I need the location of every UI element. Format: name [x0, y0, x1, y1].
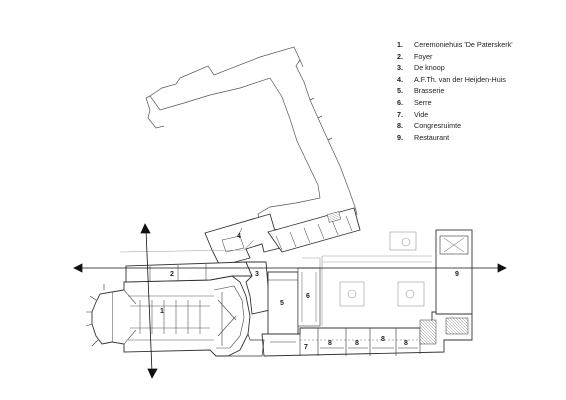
main-wing	[85, 261, 445, 357]
label-huis: 4	[237, 233, 241, 240]
legend-label: De knoop	[414, 63, 445, 73]
label-vide: 7	[304, 344, 308, 351]
legend-item: 5. Brasserie	[397, 85, 513, 97]
label-congres-c: 8	[381, 336, 385, 343]
existing-building-outline	[145, 46, 358, 231]
legend-number: 6.	[397, 97, 403, 107]
legend-item: 3. De knoop	[397, 62, 513, 74]
legend-label: Vide	[414, 109, 429, 119]
label-brasserie: 5	[280, 300, 284, 307]
building-4-heijden-huis	[204, 207, 361, 267]
label-congres-d: 8	[404, 340, 408, 347]
legend-item: 4. A.F.Th. van der Heijden-Huis	[397, 74, 513, 86]
legend-item: 7. Vide	[397, 109, 513, 121]
label-knoop: 3	[255, 271, 259, 278]
label-restaurant: 9	[455, 271, 459, 278]
legend-number: 8.	[397, 121, 403, 131]
legend-item: 8. Congresruimte	[397, 120, 513, 132]
legend-item: 2. Foyer	[397, 51, 513, 63]
legend-label: A.F.Th. van der Heijden-Huis	[414, 74, 506, 84]
legend-label: Serre	[414, 97, 432, 107]
legend-number: 9.	[397, 132, 403, 142]
label-serre: 6	[306, 293, 310, 300]
legend-label: Brasserie	[414, 86, 445, 96]
legend-number: 5.	[397, 86, 403, 96]
legend: 1.Ceremoniehuis 'De Paterskerk' 2.Foyer …	[397, 39, 513, 143]
legend-item: 1. Ceremoniehuis 'De Paterskerk'	[397, 39, 513, 51]
legend-number: 4.	[397, 74, 403, 84]
legend-label: Restaurant	[414, 132, 450, 142]
label-congres-a: 8	[328, 340, 332, 347]
label-congres-b: 8	[355, 340, 359, 347]
legend-number: 2.	[397, 51, 403, 61]
building-9-restaurant	[419, 229, 473, 345]
legend-item: 6. Serre	[397, 97, 513, 109]
legend-label: Congresruimte	[414, 121, 462, 131]
legend-item: 9. Restaurant	[397, 132, 513, 144]
label-church: 1	[160, 308, 164, 315]
legend-label: Ceremoniehuis 'De Paterskerk'	[414, 40, 513, 49]
section-lines	[73, 223, 507, 379]
legend-number: 7.	[397, 109, 403, 119]
room-labels: 1 2 3 4 5 6 7 8 8 8 8 9	[160, 233, 459, 351]
legend-number: 3.	[397, 63, 403, 73]
site-elements	[119, 231, 432, 326]
legend-number: 1.	[397, 40, 403, 49]
legend-label: Foyer	[414, 51, 433, 61]
label-foyer: 2	[170, 271, 174, 278]
